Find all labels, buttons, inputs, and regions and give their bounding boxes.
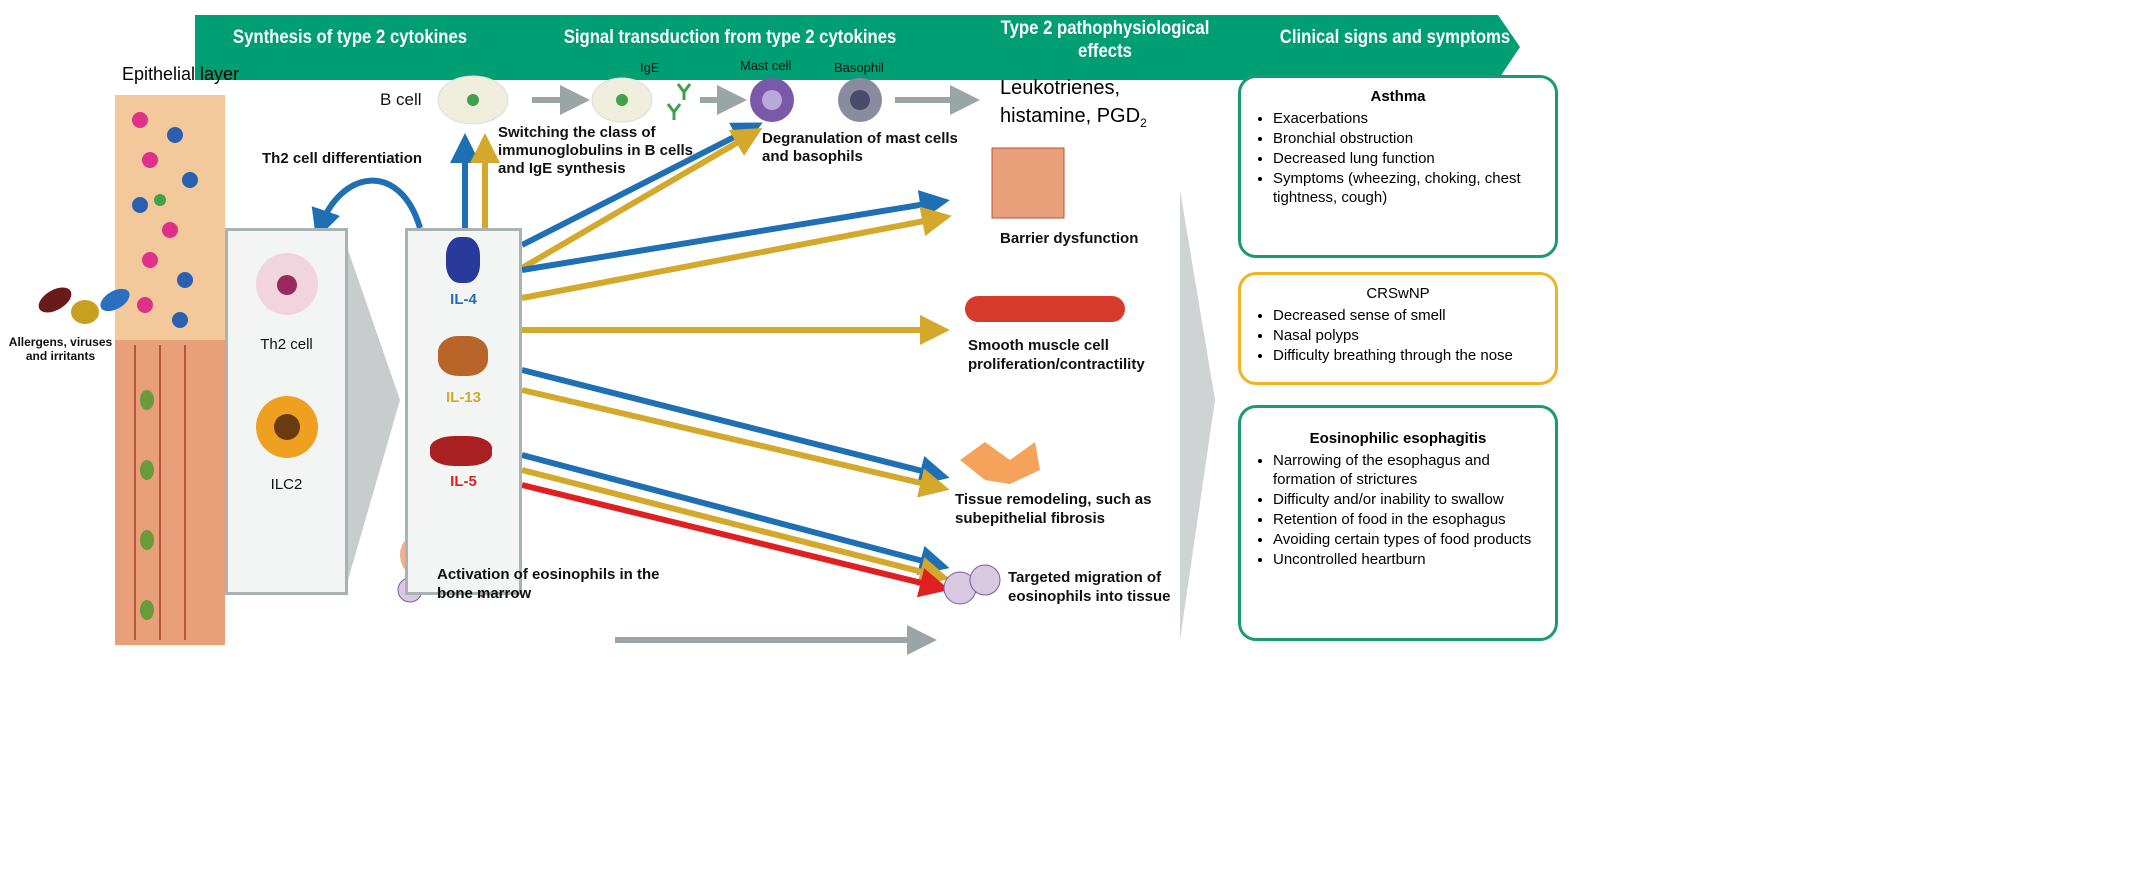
eoe-item: Difficulty and/or inability to swallow	[1273, 490, 1541, 509]
ilc2-label: ILC2	[270, 476, 303, 493]
th2-cell-icon	[256, 253, 318, 315]
allergens-label: Allergens, viruses and irritants	[8, 335, 113, 363]
crswnp-item: Decreased sense of smell	[1273, 306, 1541, 325]
arrow-il4-migration	[521, 452, 950, 575]
degranulation-label: Degranulation of mast cells and basophil…	[762, 130, 958, 165]
crswnp-item: Difficulty breathing through the nose	[1273, 346, 1541, 365]
arrow-il4-barrier	[521, 190, 950, 273]
arrow-il4-mast	[520, 122, 763, 248]
asthma-item: Decreased lung function	[1273, 149, 1541, 168]
smooth-muscle-label: Smooth muscle cell proliferation/contrac…	[968, 337, 1145, 373]
eoe-box: Eosinophilic esophagitis Narrowing of th…	[1238, 405, 1558, 641]
arrow-il13-migration	[521, 467, 950, 587]
basophil-label: Basophil	[834, 60, 884, 75]
immune-cells	[132, 112, 198, 328]
mediators-line2: histamine, PGD2	[1000, 102, 1147, 130]
arrow-th2-differentiation	[311, 177, 423, 240]
asthma-item: Exacerbations	[1273, 109, 1541, 128]
flow-chevron-2	[1180, 190, 1215, 640]
eoe-title: Eosinophilic esophagitis	[1309, 430, 1487, 447]
header-banner	[195, 15, 1520, 80]
asthma-box: Asthma Exacerbations Bronchial obstructi…	[1238, 75, 1558, 258]
il13-label: IL-13	[445, 389, 481, 406]
b-cell-label: B cell	[380, 90, 422, 109]
arrow-il5-migration	[521, 482, 950, 598]
mediators-label: Leukotrienes, histamine, PGD2	[1000, 74, 1147, 130]
asthma-item: Symptoms (wheezing, choking, chest tight…	[1273, 169, 1541, 207]
remodeling-label: Tissue remodeling, such as subepithelial…	[955, 491, 1152, 527]
il13-icon	[438, 336, 488, 376]
smooth-muscle-icon	[965, 296, 1125, 322]
epithelial-layer-label: Epithelial layer	[122, 64, 240, 84]
mediators-subscript: 2	[1140, 116, 1147, 130]
ige-antibody-icon	[666, 83, 692, 120]
crswnp-title: CRSwNP	[1366, 285, 1430, 302]
eoe-item: Retention of food in the esophagus	[1273, 510, 1541, 529]
cytokine-box: IL-4 IL-13 IL-5	[405, 228, 522, 595]
flow-chevron-1	[348, 250, 400, 580]
epithelial-tissue-lower	[115, 340, 225, 645]
eoe-item: Avoiding certain types of food products	[1273, 530, 1541, 549]
il4-icon	[446, 237, 480, 283]
arrow-il13-mast	[520, 127, 763, 271]
eoe-item: Narrowing of the esophagus and formation…	[1273, 451, 1541, 489]
asthma-item: Bronchial obstruction	[1273, 129, 1541, 148]
asthma-title: Asthma	[1370, 88, 1426, 105]
activation-label: Activation of eosinophils in the bone ma…	[437, 566, 660, 602]
ige-label: IgE	[640, 60, 660, 75]
crswnp-box: CRSwNP Decreased sense of smell Nasal po…	[1238, 272, 1558, 385]
mediators-text: histamine, PGD	[1000, 105, 1141, 127]
arrow-il13-barrier	[521, 206, 952, 301]
stage-synthesis: Synthesis of type 2 cytokines	[232, 27, 468, 48]
eoe-item: Uncontrolled heartburn	[1273, 550, 1541, 569]
barrier-icon	[991, 147, 1065, 219]
th2-ilc2-box: Th2 cell ILC2	[225, 228, 348, 595]
il5-label: IL-5	[450, 473, 477, 490]
arrow-il13-remodeling	[521, 387, 950, 498]
th2-differentiation-label: Th2 cell differentiation	[262, 150, 423, 167]
crswnp-item: Nasal polyps	[1273, 326, 1541, 345]
barrier-label: Barrier dysfunction	[1000, 230, 1139, 247]
il4-label: IL-4	[450, 291, 477, 308]
migration-label: Targeted migration of eosinophils into t…	[1008, 569, 1171, 605]
tissue-remodeling-icon	[960, 442, 1040, 484]
il5-icon	[430, 436, 492, 466]
stage-pathophysiological-effects: Type 2 pathophysiological effects	[1000, 18, 1210, 62]
stage-signal-transduction: Signal transduction from type 2 cytokine…	[563, 27, 897, 48]
switching-label: Switching the class of immunoglobulins i…	[498, 124, 694, 177]
mediators-line1: Leukotrienes,	[1000, 77, 1121, 99]
allergens-icon	[38, 287, 130, 324]
th2-cell-label: Th2 cell	[260, 336, 313, 353]
mast-cell-label: Mast cell	[740, 58, 792, 73]
ilc2-icon	[256, 396, 318, 458]
arrow-il4-remodeling	[521, 367, 950, 486]
stage-clinical-signs: Clinical signs and symptoms	[1279, 27, 1511, 48]
